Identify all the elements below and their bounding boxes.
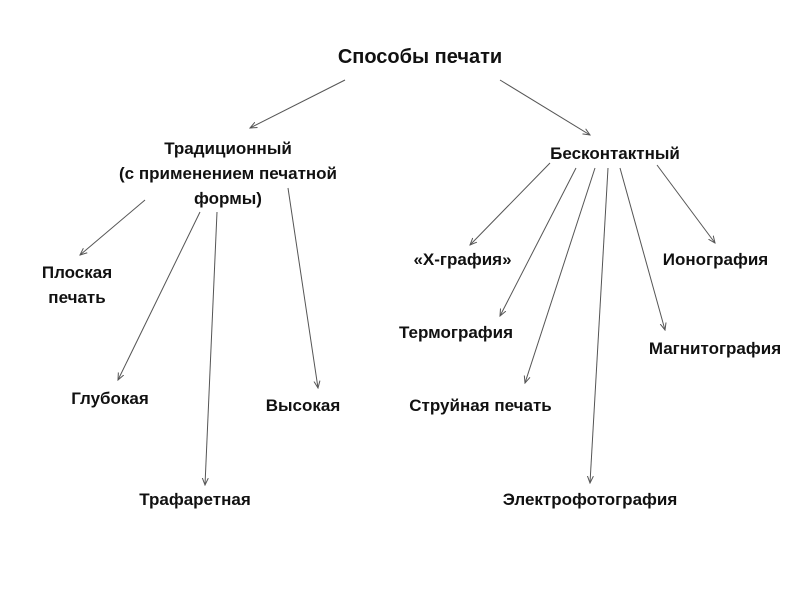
gravure-label: Глубокая xyxy=(71,389,149,408)
contactless-label: Бесконтактный xyxy=(550,144,680,163)
arrow-to-stencil xyxy=(205,211,218,485)
electrophotography-node: Электрофотография xyxy=(480,487,700,512)
relief-node: Высокая xyxy=(248,393,358,418)
ionography-node: Ионография xyxy=(648,247,783,272)
thermography-node: Термография xyxy=(386,320,526,345)
arrow-to-inkjet xyxy=(525,167,596,383)
x-graphy-node: «Х-графия» xyxy=(395,247,530,272)
traditional-label-line3: формы) xyxy=(194,189,262,208)
magnetography-label: Магнитография xyxy=(648,339,782,358)
arrow-to-relief xyxy=(287,187,318,388)
arrow-to-gravure xyxy=(118,211,201,380)
x-graphy-label: «Х-графия» xyxy=(413,250,512,269)
electrophotography-label: Электрофотография xyxy=(502,490,678,509)
root-node: Способы печати xyxy=(310,43,530,71)
traditional-label-line1: Традиционный xyxy=(164,139,292,158)
arrow-root-to-traditional xyxy=(250,79,346,128)
traditional-label-line2: (с применением печатной xyxy=(119,164,337,183)
inkjet-node: Струйная печать xyxy=(388,393,573,418)
arrow-to-magnetography xyxy=(619,167,665,330)
stencil-label: Трафаретная xyxy=(139,490,251,509)
stencil-node: Трафаретная xyxy=(120,487,270,512)
flat-printing-label-line1: Плоская xyxy=(41,263,113,282)
root-label: Способы печати xyxy=(337,46,503,68)
thermography-label: Термография xyxy=(398,323,514,342)
traditional-node: Традиционный (с применением печатной фор… xyxy=(88,136,368,211)
ionography-label: Ионография xyxy=(662,250,769,269)
flat-printing-node: Плоская печать xyxy=(22,260,132,310)
flat-printing-label-line2: печать xyxy=(48,288,106,307)
arrow-to-flat-printing xyxy=(80,199,146,255)
arrow-to-ionography xyxy=(656,164,715,243)
relief-label: Высокая xyxy=(265,396,341,415)
inkjet-label: Струйная печать xyxy=(409,396,552,415)
arrow-to-x-graphy xyxy=(470,162,551,245)
arrow-root-to-contactless xyxy=(499,79,590,135)
magnetography-node: Магнитография xyxy=(630,336,800,361)
gravure-node: Глубокая xyxy=(55,386,165,411)
arrow-to-thermography xyxy=(500,167,577,316)
arrow-to-electrophotography xyxy=(590,167,609,483)
contactless-node: Бесконтактный xyxy=(530,141,700,166)
